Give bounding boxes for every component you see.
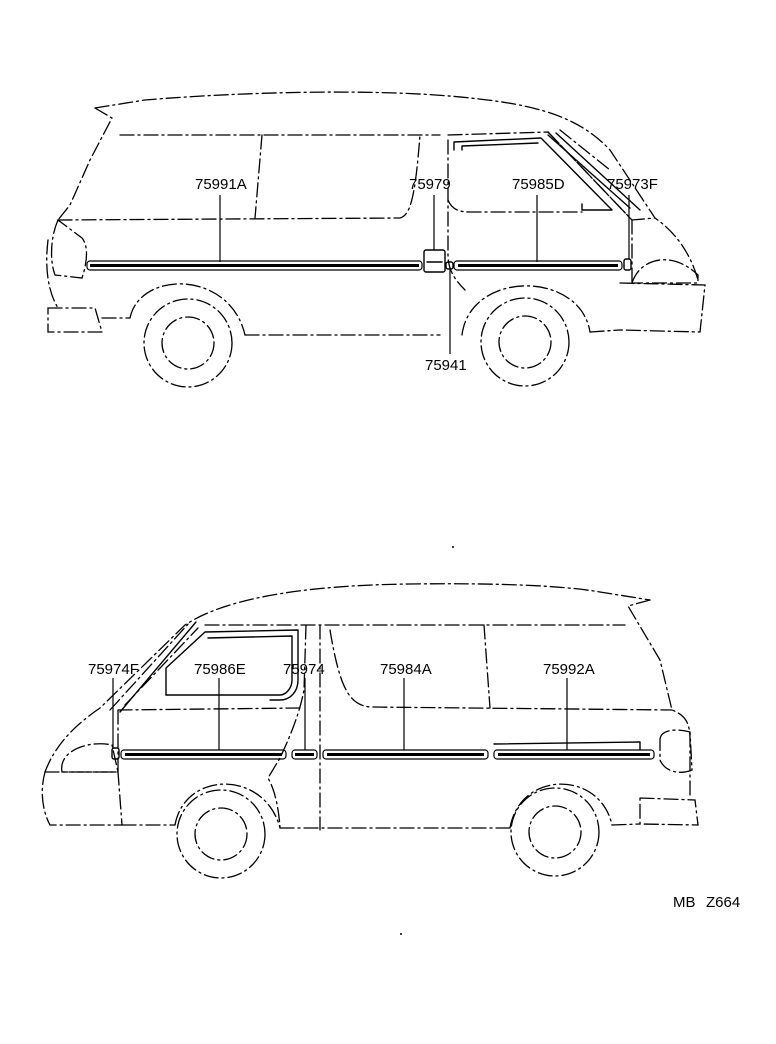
callout-75979: 75979 — [409, 176, 451, 193]
end-piece-75974F — [111, 747, 120, 760]
drawing-code-prefix: MB — [673, 894, 696, 911]
windshield-molding-75974F-track — [119, 621, 197, 713]
callout-75992A: 75992A — [543, 661, 595, 678]
van-top-roof-outline — [94, 91, 699, 281]
van-bottom-quarter-pillar — [483, 624, 491, 709]
van-top-rear-wheel-hub — [161, 316, 215, 370]
van-top-front-wheel-arch — [461, 285, 591, 336]
callout-75974: 75974 — [283, 661, 325, 678]
van-bottom-rear-wheel-hub — [528, 805, 582, 859]
van-right-side-view — [46, 91, 706, 388]
van-top-rear-pillar — [57, 107, 113, 221]
van-top-rear-body — [46, 239, 59, 309]
van-left-side-view — [41, 583, 699, 879]
van-bottom-rear-window-base — [329, 629, 673, 711]
door-frame-molding-75986E — [165, 629, 299, 701]
speck — [400, 933, 402, 935]
van-bottom-rear-lamp — [659, 729, 693, 773]
callout-75984A: 75984A — [380, 661, 432, 678]
side-molding-75985D — [453, 260, 623, 271]
van-top-lower-body — [101, 317, 621, 336]
callout-75973F: 75973F — [607, 176, 658, 193]
side-molding-75992A — [493, 749, 655, 760]
callout-75974F: 75974F — [88, 661, 139, 678]
van-bottom-front-headlamp — [61, 743, 119, 773]
van-top-parts: 75991A 75979 75985D 75973F 75941 — [86, 132, 658, 374]
van-top-front-wheel-tire — [480, 297, 570, 387]
van-bottom-rear-pillar — [627, 599, 691, 799]
side-molding-75984A — [322, 749, 489, 760]
callout-75941: 75941 — [425, 357, 467, 374]
van-top-rear-bumper — [47, 307, 103, 333]
van-bottom-rear-bumper — [639, 797, 699, 826]
van-top-front-bumper — [619, 282, 706, 333]
van-top-front-wheel-hub — [498, 315, 552, 369]
van-bottom-parts: 75974F 75986E 75974 75984A 75992A — [88, 621, 655, 760]
slide-door-clip-75979 — [423, 249, 446, 273]
van-bottom-rear-wheel-tire — [510, 787, 600, 877]
van-top-a-pillar — [559, 129, 611, 171]
van-bottom-roof-outline — [44, 583, 651, 773]
door-frame-molding-75985D — [453, 137, 613, 211]
side-molding-75992A-upper — [493, 741, 641, 751]
van-bottom-rear-wheel-arch — [509, 783, 613, 829]
door-frame-molding-75985D-inner — [461, 142, 539, 151]
callout-75986E: 75986E — [194, 661, 246, 678]
door-frame-molding-75986E-inner — [165, 635, 293, 696]
windshield-molding-75973F-track — [547, 134, 631, 209]
van-top-front-headlamp — [631, 259, 699, 284]
callout-75985D: 75985D — [512, 176, 565, 193]
side-molding-75986E — [120, 749, 287, 760]
van-top-rear-pillar-line — [254, 134, 263, 219]
windshield-molding-75973F-track-inner — [555, 132, 641, 211]
van-bottom-lower-body — [121, 823, 641, 829]
van-bottom-front-door-opening — [117, 707, 301, 773]
van-bottom-front-wheel-arch — [174, 783, 281, 829]
end-piece-75973F — [623, 258, 632, 271]
callout-75991A: 75991A — [195, 176, 247, 193]
van-top-front-door-rear-edge — [447, 139, 466, 291]
drawing-code-number: Z664 — [706, 894, 740, 911]
van-top-rear-wheel-arch — [129, 283, 246, 336]
side-molding-75991A — [86, 260, 423, 271]
clip-75941 — [445, 261, 454, 270]
van-top-front-door-sill — [447, 199, 583, 213]
van-top-rear-lamp — [50, 218, 88, 279]
van-bottom-front-wheel-tire — [176, 789, 266, 879]
speck — [452, 546, 454, 548]
van-bottom-front-door-rear-edge — [267, 624, 307, 829]
van-top-rear-window-base — [57, 134, 421, 221]
van-bottom-front-wheel-hub — [194, 807, 248, 861]
van-bottom-front-bumper — [41, 771, 123, 826]
van-top-rear-wheel-tire — [143, 298, 233, 388]
